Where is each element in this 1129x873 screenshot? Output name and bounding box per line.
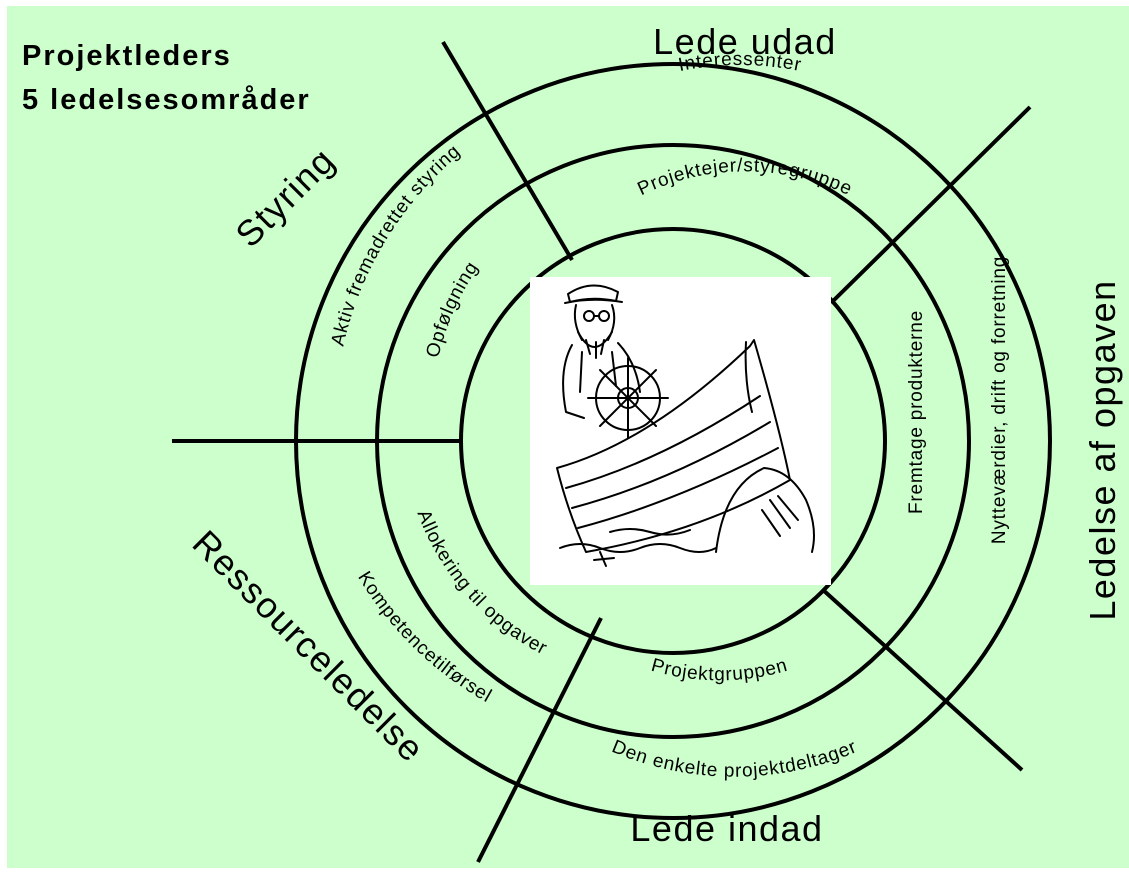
title-line-1: Projektleders	[22, 40, 232, 72]
divider-bottom-left	[476, 617, 603, 863]
divider-top-left	[441, 40, 574, 262]
area-lede-udad: Lede udad	[653, 21, 837, 62]
ring-label-nyttevaerdier: Nytteværdier, drift og forretning	[989, 256, 1010, 544]
title-line-2: 5 ledelsesområder	[22, 84, 311, 116]
divider-top-right	[829, 105, 1032, 305]
divider-bottom-right	[820, 587, 1024, 772]
area-lede-indad: Lede indad	[630, 808, 823, 849]
ring-label-fremtage-produkterne: Fremtage produkterne	[906, 310, 927, 514]
captain-steering-boat-icon	[530, 277, 831, 585]
area-ledelse-af-opgaven: Ledelse af opgaven	[1082, 279, 1123, 620]
inner-ring	[459, 227, 887, 655]
